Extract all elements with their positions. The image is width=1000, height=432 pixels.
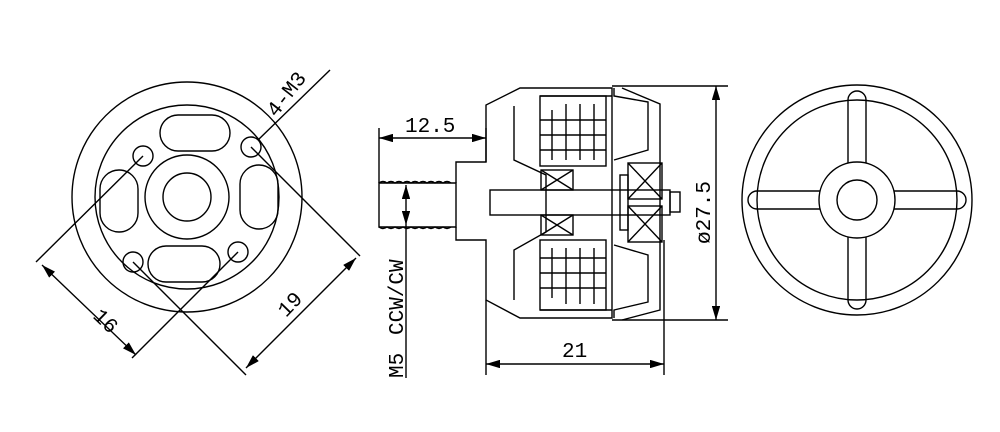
dim-12-5-label: 12.5 bbox=[405, 116, 455, 139]
vent-slots bbox=[99, 114, 279, 283]
dim-diameter-label: ø27.5 bbox=[694, 181, 717, 244]
dim-21-label: 21 bbox=[562, 341, 587, 364]
side-section-view: 12.5 M5 CCW/CW 21 ø27.5 bbox=[378, 85, 728, 378]
rotation-label: CCW/CW bbox=[387, 259, 410, 335]
bearings bbox=[540, 162, 663, 243]
top-view bbox=[741, 84, 973, 316]
bottom-view: 16 19 4-M3 bbox=[35, 68, 361, 376]
dim-19-label: 19 bbox=[274, 289, 308, 323]
thread-label: M5 bbox=[387, 353, 410, 378]
stator-windings bbox=[539, 95, 607, 311]
mount-hole-label: 4-M3 bbox=[263, 68, 312, 122]
dim-16-label: 16 bbox=[87, 305, 121, 339]
